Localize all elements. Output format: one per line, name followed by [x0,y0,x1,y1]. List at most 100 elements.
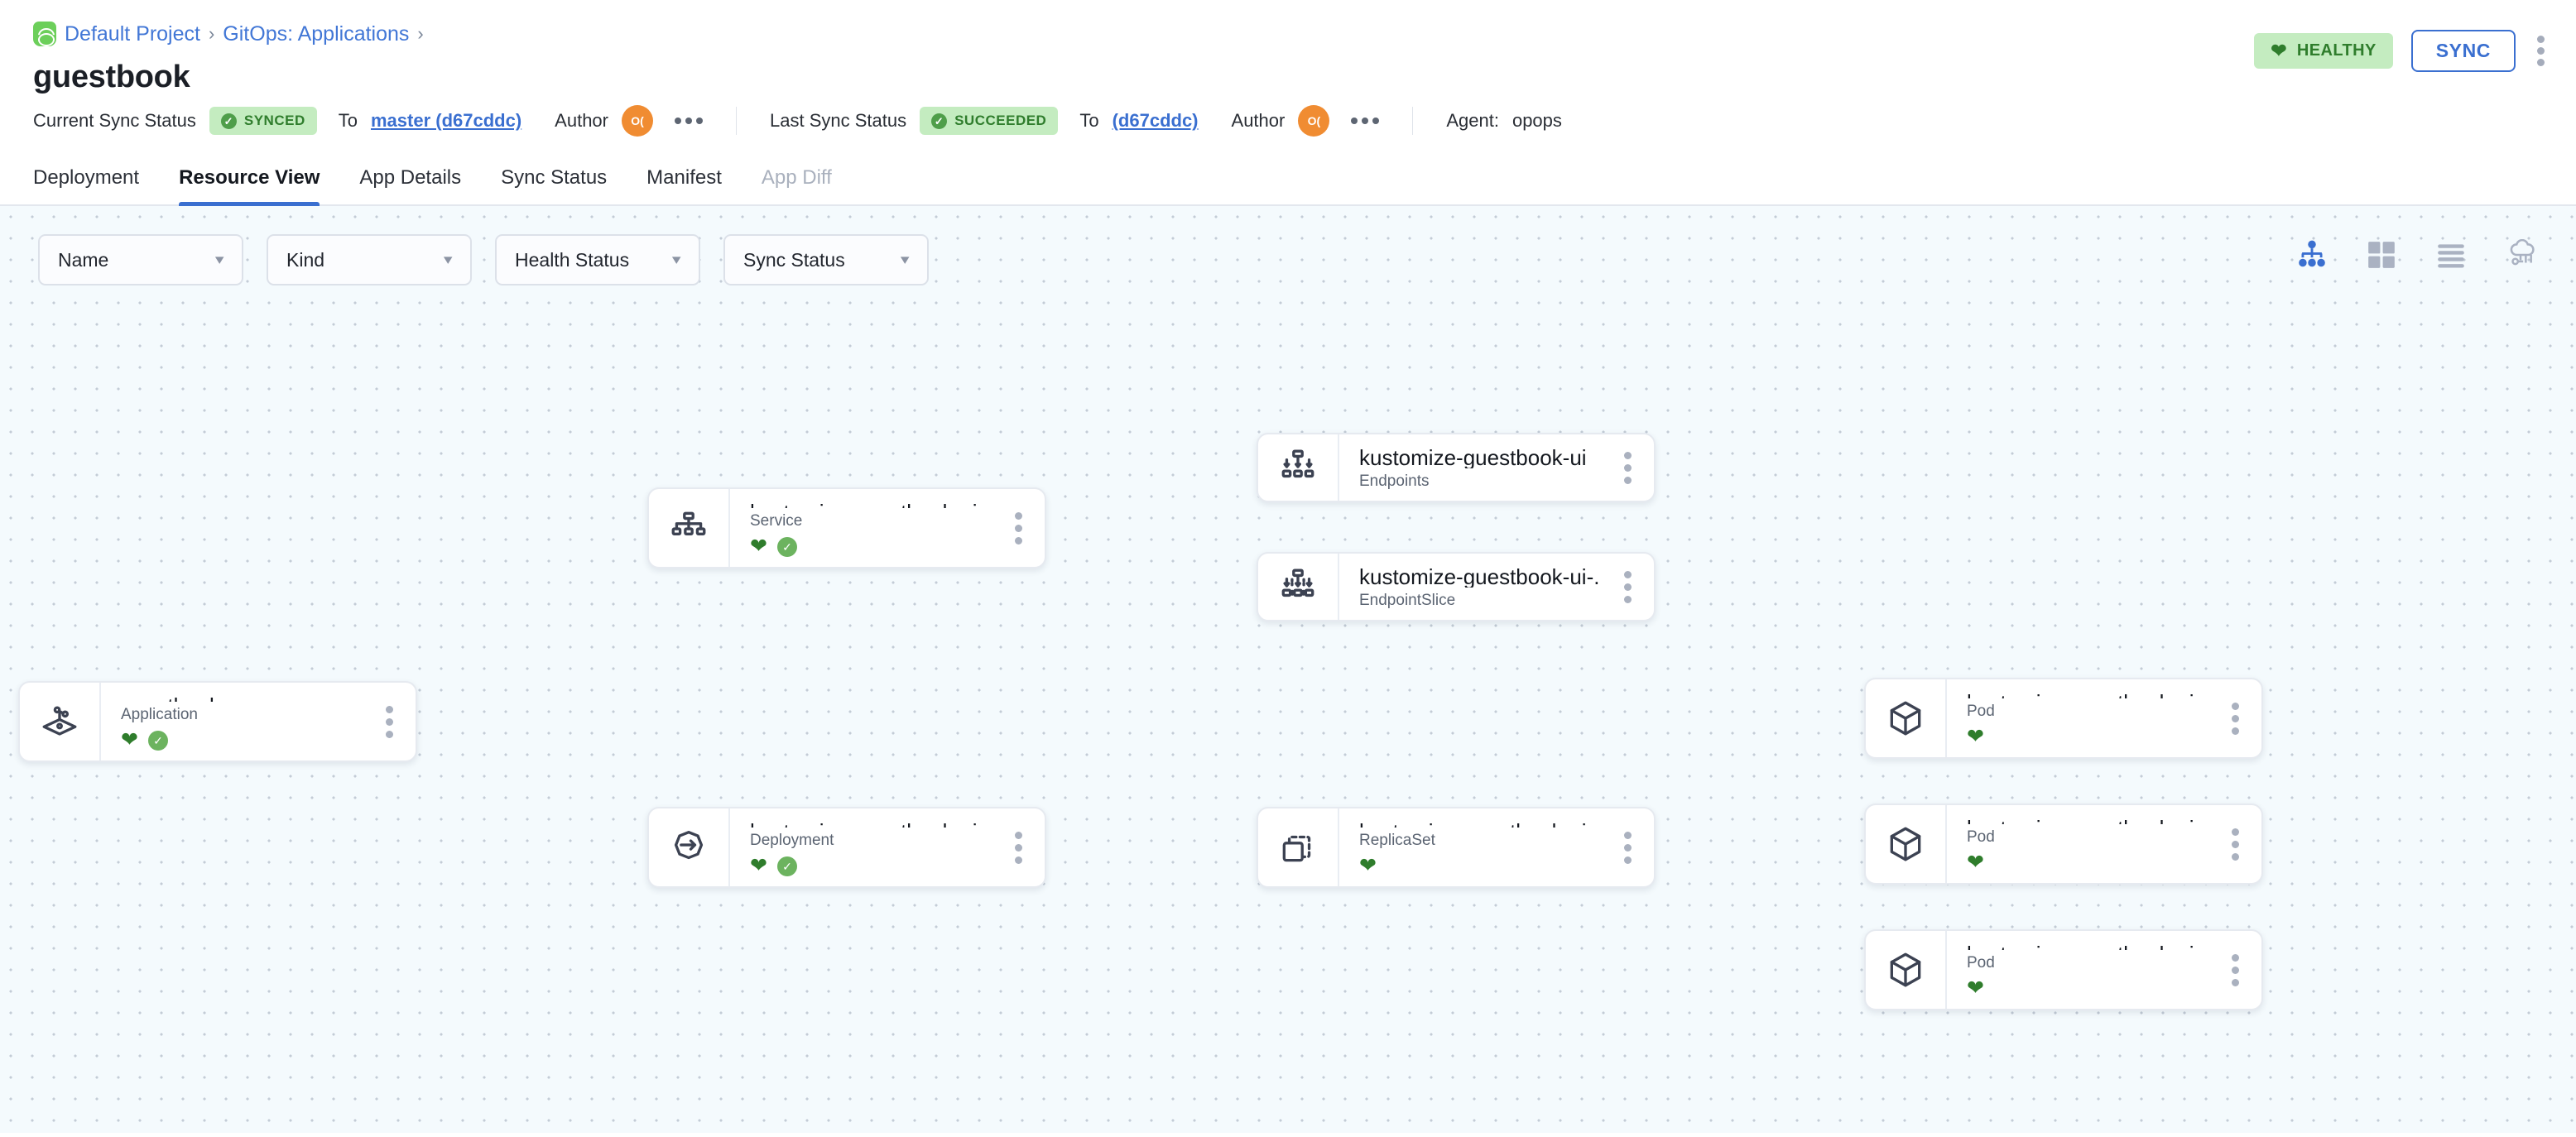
tab-app-details[interactable]: App Details [359,166,462,189]
status-badge-healthy: ❤ HEALTHY [2254,33,2393,69]
grid-view-icon[interactable] [2366,239,2397,271]
node-overflow-icon[interactable] [2208,931,2261,1009]
node-kind: EndpointSlice [1359,592,1456,609]
node-title: guestbook [121,694,363,702]
node-title: kustomize-guestbook-ui-... [1359,820,1601,828]
check-circle-icon-2: ✓ [931,113,948,129]
current-to-label: To [338,110,358,131]
filter-name[interactable]: Name ▾ [38,234,243,285]
node-kind: Endpoints [1359,473,1430,490]
node-body: kustomize-guestbook-ui-...Pod❤ [1945,805,2208,883]
breadcrumb-link-gitops-applications[interactable]: GitOps: Applications [223,22,410,46]
node-overflow-icon[interactable] [1601,808,1654,886]
node-badges: ❤ [1967,727,2208,747]
node-body: kustomize-guestbook-ui-... Pod ❤ [1945,679,2208,757]
last-author-label: Author [1231,110,1286,131]
filter-health-status-label: Health Status [515,248,630,271]
current-sync-status-label: Current Sync Status [33,110,196,131]
graph-node-app[interactable]: guestbookApplication❤✓ [18,681,417,762]
graph-node-pod3[interactable]: kustomize-guestbook-ui-...Pod❤ [1864,929,2263,1010]
last-sync-overflow-icon[interactable] [1351,118,1380,124]
last-revision-link[interactable]: (d67cddc) [1112,110,1199,131]
tab-sync-status[interactable]: Sync Status [501,166,608,189]
filter-kind[interactable]: Kind ▾ [267,234,472,285]
divider [736,107,737,135]
sync-status-strip: Current Sync Status ✓ SYNCED To master (… [0,95,2576,146]
avatar[interactable]: O( [622,105,653,137]
app-header: Default Project › GitOps: Applications ›… [0,0,2576,95]
health-heart-icon: ❤ [121,728,138,751]
health-heart-icon: ❤ [1967,976,1984,1000]
node-body: guestbookApplication❤✓ [99,683,363,760]
service-icon [649,489,728,567]
graph-node-pod2[interactable]: kustomize-guestbook-ui-...Pod❤ [1864,804,2263,885]
agent-value: opops [1511,110,1562,131]
node-overflow-icon[interactable] [1601,554,1654,620]
node-body: kustomize-guestbook-ui-...ReplicaSet❤ [1338,808,1601,886]
filter-health-status[interactable]: Health Status ▾ [495,234,700,285]
filter-sync-status[interactable]: Sync Status ▾ [723,234,929,285]
node-kind: Pod [1967,703,1995,720]
gitops-logo-icon [33,22,56,46]
list-view-icon[interactable] [2435,239,2467,271]
health-badge-label: HEALTHY [2296,41,2377,60]
node-title: kustomize-guestbook-ui-... [1967,817,2208,824]
sync-button[interactable]: SYNC [2410,30,2516,72]
graph-node-eps[interactable]: kustomize-guestbook-ui-... EndpointSlice [1257,552,1656,621]
current-sync-badge-label: SYNCED [243,113,305,128]
graph-node-pod1[interactable]: kustomize-guestbook-ui-... Pod ❤ [1864,678,2263,759]
node-badges: ❤ [1967,978,2208,999]
tab-deployment[interactable]: Deployment [33,166,140,189]
endpointslice-icon [1258,554,1338,620]
breadcrumb-link-default-project[interactable]: Default Project [65,22,200,46]
last-sync-badge-label: SUCCEEDED [954,113,1047,128]
node-overflow-icon[interactable] [1601,434,1654,501]
last-to-label: To [1079,110,1099,131]
application-icon [20,683,99,760]
filter-bar: Name ▾ Kind ▾ Health Status ▾ Sync Statu… [38,234,929,285]
node-overflow-icon[interactable] [992,808,1045,886]
deployment-icon [649,808,728,886]
last-sync-badge: ✓ SUCCEEDED [920,107,1059,135]
current-revision-link[interactable]: master (d67cddc) [370,110,522,131]
current-sync-overflow-icon[interactable] [675,118,703,124]
sync-check-icon: ✓ [147,730,168,751]
health-heart-icon: ❤ [750,854,767,877]
pod-icon [1866,679,1945,757]
graph-node-rs[interactable]: kustomize-guestbook-ui-...ReplicaSet❤ [1257,807,1656,888]
node-title: kustomize-guestbook-ui-... [1967,691,2208,698]
breadcrumb: Default Project › GitOps: Applications › [33,20,2543,48]
graph-node-deploy[interactable]: kustomize-guestbook-uiDeployment❤✓ [647,807,1046,888]
health-heart-icon: ❤ [1967,725,1984,748]
view-toggle-group [2296,239,2536,271]
node-overflow-icon[interactable] [2208,805,2261,883]
header-actions: ❤ HEALTHY SYNC [2254,30,2548,72]
resource-graph-canvas[interactable]: Name ▾ Kind ▾ Health Status ▾ Sync Statu… [0,206,2576,1133]
filter-name-label: Name [58,248,109,271]
network-view-icon[interactable] [2505,239,2536,271]
node-body: kustomize-guestbook-ui-... EndpointSlice [1338,554,1601,620]
breadcrumb-separator-icon-2: › [417,23,424,44]
chevron-down-icon: ▾ [215,252,225,267]
node-badges: ❤ [1967,852,2208,873]
node-badges: ❤✓ [750,536,992,557]
health-heart-icon: ❤ [1967,851,1984,874]
avatar-2[interactable]: O( [1298,105,1330,137]
node-overflow-icon[interactable] [992,489,1045,567]
node-overflow-icon[interactable] [2208,679,2261,757]
filter-kind-label: Kind [286,248,325,271]
node-title: kustomize-guestbook-ui-... [1359,565,1601,588]
tab-resource-view[interactable]: Resource View [159,166,339,206]
node-body: kustomize-guestbook-ui-...Pod❤ [1945,931,2208,1009]
breadcrumb-separator-icon: › [208,23,215,44]
node-badges: ❤✓ [121,730,363,751]
chevron-down-icon-4: ▾ [901,252,911,267]
tree-view-icon[interactable] [2296,239,2328,271]
node-kind: ReplicaSet [1359,832,1435,849]
node-overflow-icon[interactable] [363,683,416,760]
graph-node-svc[interactable]: kustomize-guestbook-uiService❤✓ [647,487,1046,568]
kebab-vertical-icon[interactable] [2534,31,2548,71]
tab-manifest[interactable]: Manifest [646,166,722,189]
